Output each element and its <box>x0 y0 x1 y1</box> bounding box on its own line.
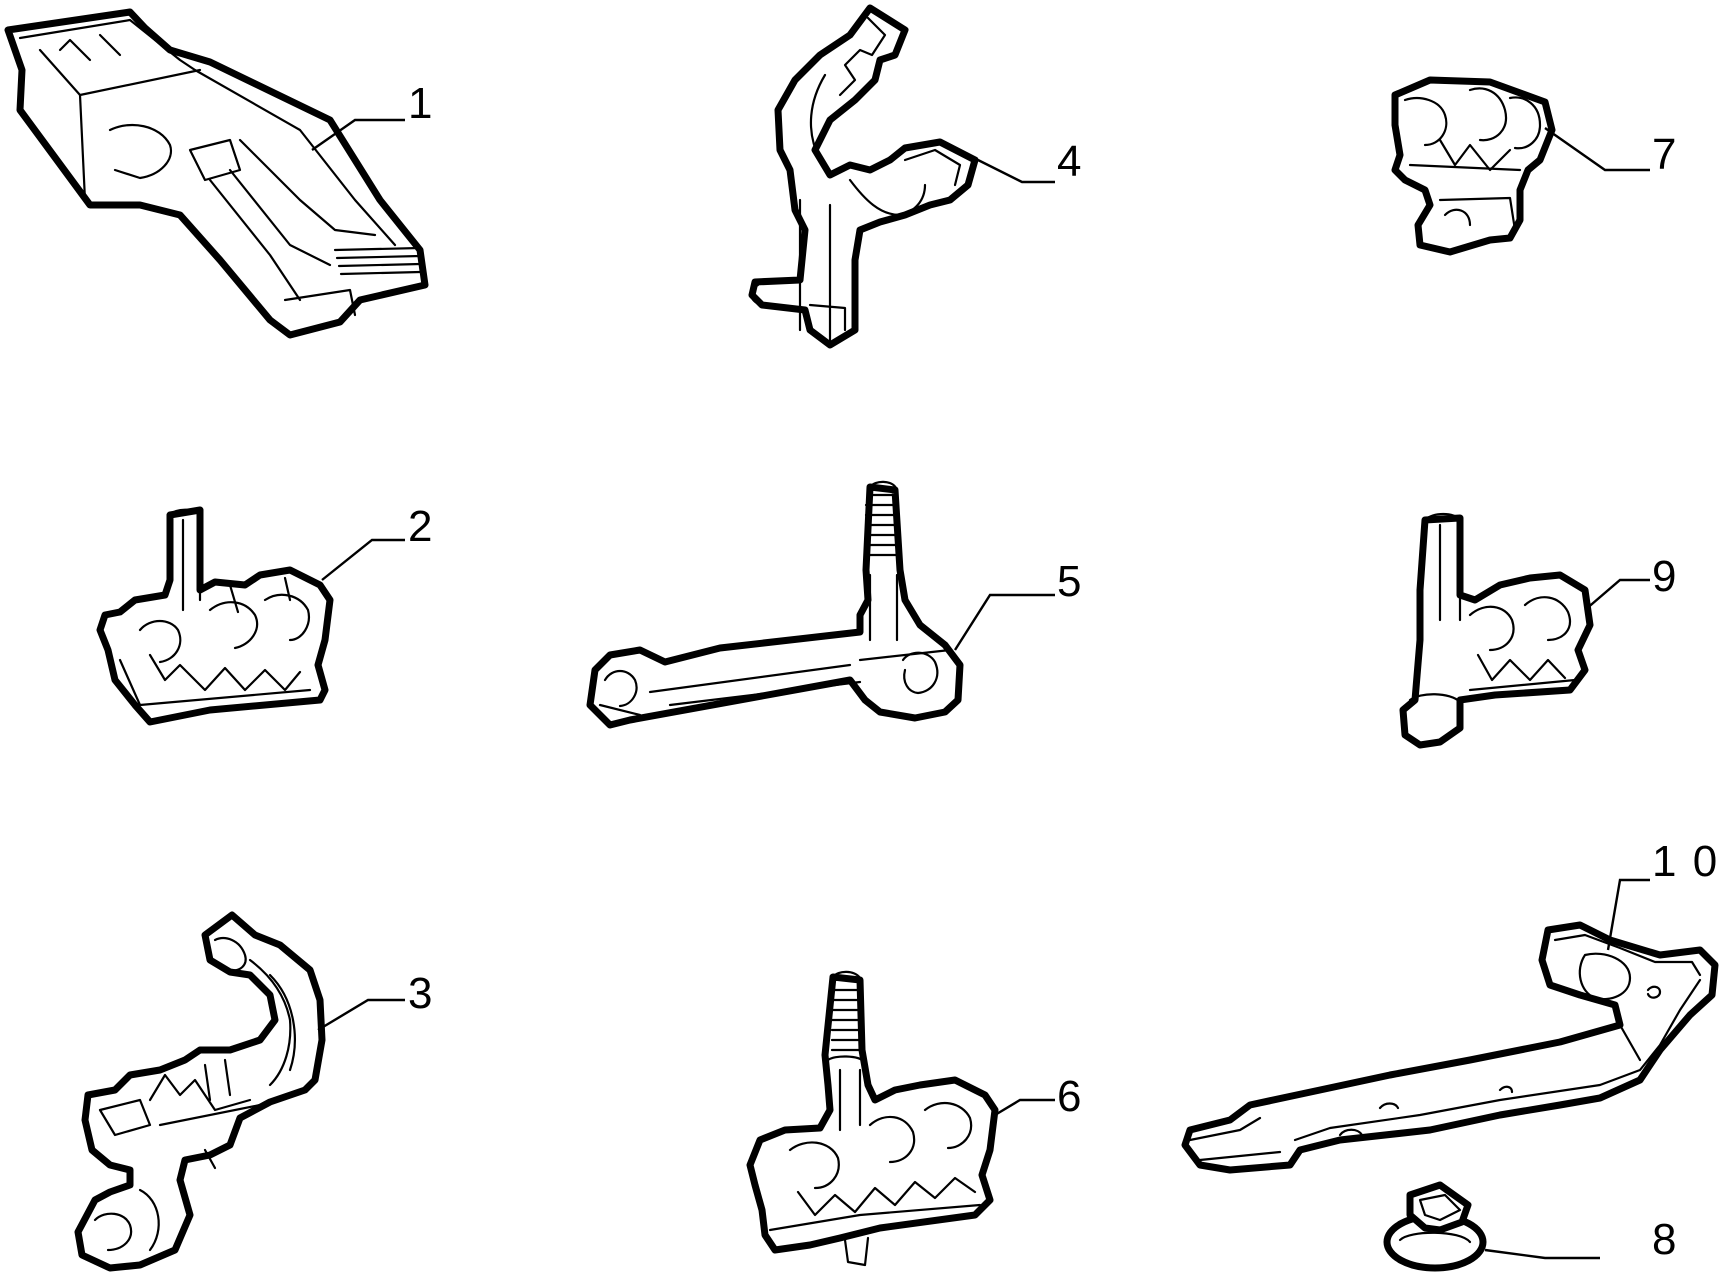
part-5-arm-clip-with-threaded-stud-icon <box>586 480 964 729</box>
leader-3 <box>317 998 405 1032</box>
part-2-triple-pipe-clip-with-stud-icon <box>96 506 334 726</box>
callout-9: 9 <box>1652 552 1679 601</box>
leader-6 <box>994 1098 1055 1117</box>
leader-2 <box>321 538 405 581</box>
leader-1 <box>311 118 405 151</box>
leader-lines <box>311 118 1650 1260</box>
callout-6: 6 <box>1057 1072 1084 1121</box>
part-9-double-clip-with-stud-icon <box>1399 512 1594 749</box>
leader-9 <box>1584 578 1650 611</box>
part-4-hook-pipe-bracket-icon <box>748 4 979 349</box>
part-1-connector-clip-icon <box>4 8 429 339</box>
callout-8: 8 <box>1652 1215 1679 1264</box>
part-8-push-fastener-icon <box>1383 1181 1487 1272</box>
leader-10 <box>1606 878 1650 951</box>
part-6-triple-clip-with-threaded-stud-icon <box>746 970 999 1267</box>
callout-4: 4 <box>1057 137 1084 186</box>
callout-7: 7 <box>1652 130 1679 179</box>
leader-7 <box>1544 127 1650 172</box>
part-10-long-bracket-plate-icon <box>1181 921 1719 1174</box>
callout-3: 3 <box>408 969 435 1018</box>
leader-8 <box>1484 1248 1600 1260</box>
part-3-curved-pipe-bracket-icon <box>74 911 326 1272</box>
callout-10: 1 0 <box>1652 837 1720 886</box>
callout-5: 5 <box>1057 557 1084 606</box>
leader-5 <box>953 593 1055 651</box>
callout-2: 2 <box>408 502 435 551</box>
leader-4 <box>977 158 1055 184</box>
part-7-double-pipe-clip-icon <box>1391 76 1556 256</box>
callout-1: 1 <box>408 79 435 128</box>
